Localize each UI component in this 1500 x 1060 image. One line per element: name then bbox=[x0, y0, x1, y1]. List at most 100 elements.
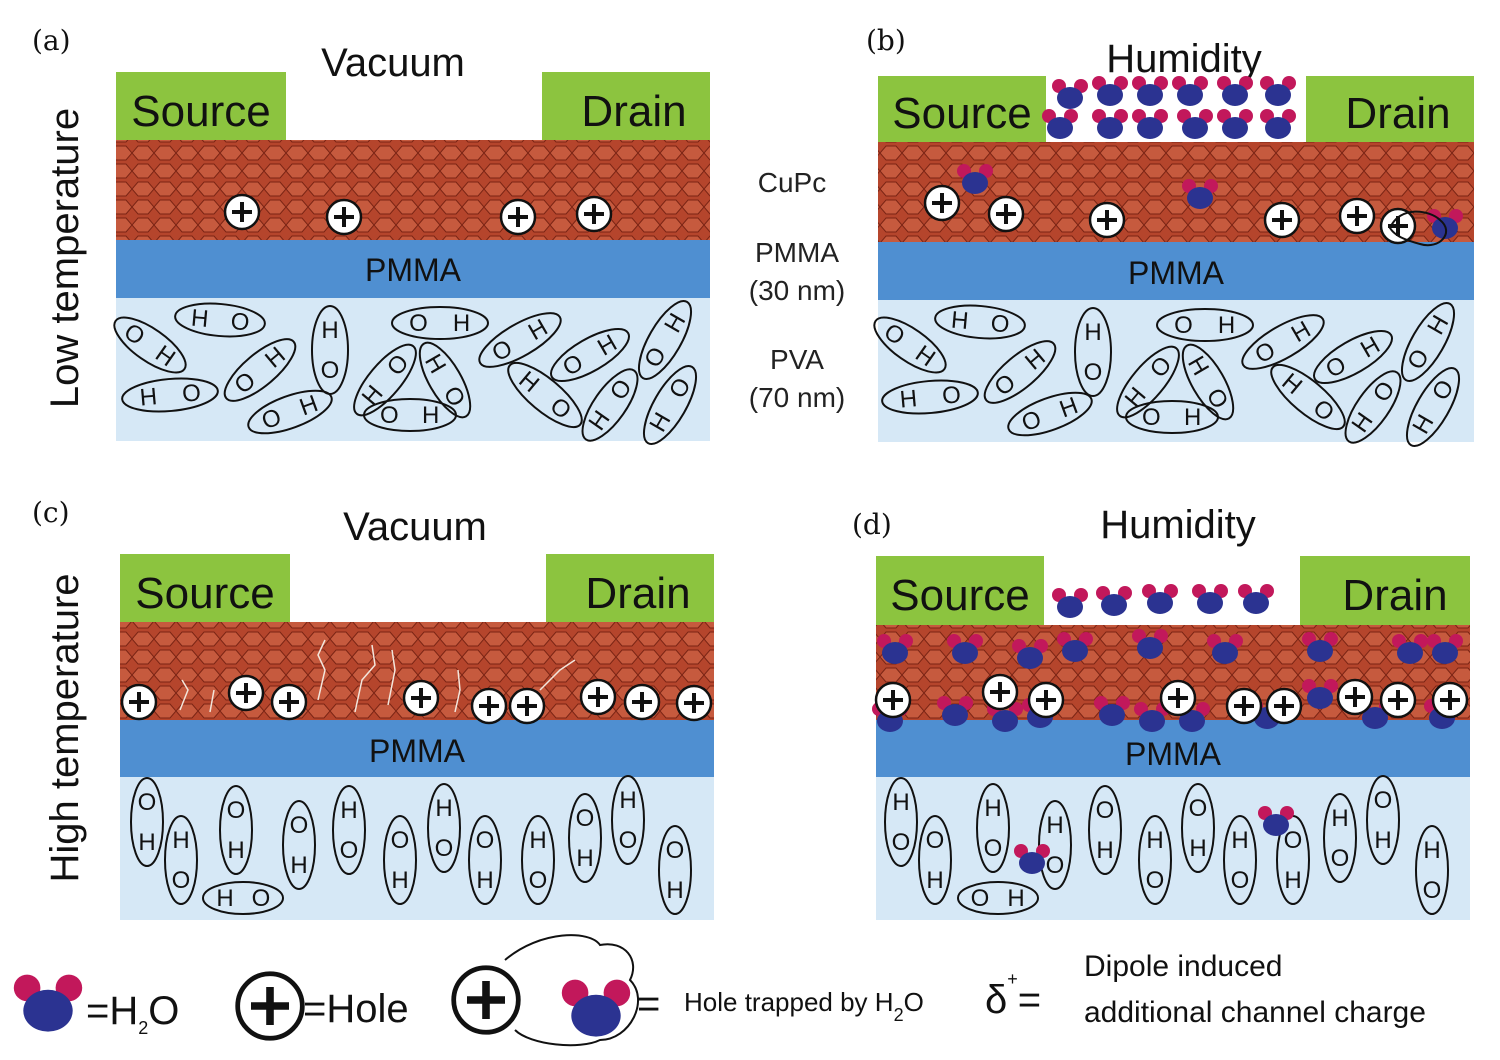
pva-atom-label: H bbox=[216, 885, 233, 912]
pva-atom-label: O bbox=[1284, 827, 1303, 854]
legend-trapped-icon bbox=[454, 934, 640, 1047]
panel-c-source-label: Source bbox=[135, 569, 274, 618]
pva-oh-molecule bbox=[957, 881, 1039, 915]
legend-trapped-equals: = bbox=[637, 982, 660, 1026]
pva-atom-label: O bbox=[926, 827, 945, 854]
pva-oh-molecule bbox=[1007, 391, 1093, 437]
hole-icon bbox=[1027, 681, 1065, 719]
water-molecule-icon bbox=[1042, 109, 1078, 139]
pva-oh-molecule bbox=[174, 302, 266, 338]
pva-oh-molecule bbox=[1223, 815, 1257, 905]
hole-icon bbox=[470, 687, 508, 725]
panel-c-pmma-layer bbox=[120, 720, 714, 777]
legend-water-icon bbox=[13, 974, 83, 1032]
panel-a-pva-molecules bbox=[113, 300, 697, 445]
pva-atom-label: O bbox=[138, 789, 157, 816]
pva-atom-label: H bbox=[138, 829, 155, 856]
pva-atom-label: H bbox=[1184, 404, 1201, 431]
pva-atom-label: H bbox=[1146, 827, 1163, 854]
panel-d-source-label: Source bbox=[890, 571, 1029, 620]
pva-atom-label: H bbox=[1046, 812, 1063, 839]
pva-atom-label: H bbox=[1231, 827, 1248, 854]
pva-atom-label: H bbox=[899, 385, 919, 413]
pva-atom-label: O bbox=[409, 310, 428, 337]
pva-atom-label: O bbox=[892, 829, 911, 856]
pva-atom-label: O bbox=[1146, 867, 1165, 894]
panel-c-source-electrode bbox=[120, 554, 290, 622]
pva-oh-molecule bbox=[247, 389, 333, 435]
panel-c-letter: (c) bbox=[32, 496, 70, 529]
pva-atom-label: O bbox=[1189, 795, 1208, 822]
pva-atom-label: O bbox=[252, 885, 271, 912]
hole-icon bbox=[1265, 687, 1303, 725]
pva-oh-molecule bbox=[581, 368, 639, 442]
panel-a-drain-label: Drain bbox=[581, 87, 686, 136]
panel-b-drain-electrode bbox=[1306, 76, 1474, 142]
pva-atom-label: H bbox=[984, 795, 1001, 822]
panel-c-pva-molecules bbox=[130, 775, 692, 915]
pva-oh-molecule bbox=[918, 815, 952, 905]
pva-atom-label: H bbox=[476, 867, 493, 894]
pva-atom-label: O bbox=[321, 357, 340, 384]
pva-thickness-label-1: PVA bbox=[770, 344, 824, 375]
pva-oh-molecule bbox=[311, 305, 349, 395]
water-molecule-icon bbox=[1142, 584, 1178, 614]
panel-a-source-label: Source bbox=[131, 87, 270, 136]
pva-oh-molecule bbox=[1313, 329, 1393, 384]
hole-icon bbox=[120, 683, 158, 721]
hole-icon bbox=[499, 198, 537, 236]
panel-b-source-electrode bbox=[878, 76, 1046, 142]
panel-b-pmma-layer bbox=[878, 242, 1474, 300]
pva-atom-label: O bbox=[290, 812, 309, 839]
pva-atom-label: H bbox=[172, 827, 189, 854]
pva-atom-label: H bbox=[950, 307, 970, 335]
pva-atom-label: H bbox=[576, 845, 593, 872]
panel-c-pmma-label: PMMA bbox=[369, 733, 466, 769]
pva-oh-molecule bbox=[1401, 302, 1455, 382]
pva-oh-molecule bbox=[934, 304, 1026, 340]
hole-icon bbox=[1225, 687, 1263, 725]
pva-thickness-label-2: (70 nm) bbox=[749, 382, 845, 413]
panel-a-drain-electrode bbox=[542, 72, 710, 140]
pva-atom-label: O bbox=[619, 827, 638, 854]
legend: =H2O =Hole = Hole trapped by H2O δ+= Dip… bbox=[13, 934, 1426, 1047]
water-molecule-icon bbox=[1092, 109, 1128, 139]
water-molecule-icon bbox=[1177, 109, 1213, 139]
pva-atom-label: H bbox=[391, 867, 408, 894]
pva-oh-molecule bbox=[976, 783, 1010, 873]
panel-c-environment: Vacuum bbox=[343, 505, 487, 549]
hole-icon bbox=[575, 195, 613, 233]
panel-d-source-electrode bbox=[876, 556, 1044, 625]
hole-icon bbox=[923, 184, 961, 222]
panel-a-environment: Vacuum bbox=[321, 41, 465, 85]
pva-atom-label: O bbox=[1142, 404, 1161, 431]
panel-c-grain-boundary-lines bbox=[179, 639, 641, 713]
pva-atom-label: O bbox=[984, 835, 1003, 862]
pva-atom-label: O bbox=[1174, 312, 1193, 339]
pva-oh-molecule bbox=[521, 815, 555, 905]
pva-oh-molecule bbox=[1344, 370, 1402, 444]
panel-b-water-surface bbox=[1042, 76, 1296, 139]
pva-atom-label: H bbox=[435, 795, 452, 822]
panel-b-pmma-label: PMMA bbox=[1128, 255, 1225, 291]
pva-atom-label: O bbox=[181, 379, 202, 408]
pva-oh-molecule bbox=[1156, 308, 1254, 342]
legend-trapped-label: Hole trapped by H2O bbox=[684, 987, 924, 1025]
pva-oh-molecule bbox=[1270, 363, 1346, 431]
panel-b-source-label: Source bbox=[892, 89, 1031, 138]
pva-oh-molecule bbox=[391, 306, 489, 340]
pva-atom-label: H bbox=[1423, 837, 1440, 864]
panel-c-drain-electrode bbox=[546, 554, 714, 622]
pva-oh-molecule bbox=[113, 316, 187, 374]
pva-oh-molecule bbox=[1181, 343, 1235, 421]
hole-icon bbox=[508, 687, 546, 725]
hole-icon bbox=[987, 195, 1025, 233]
panel-d-drain-electrode bbox=[1300, 556, 1470, 625]
pva-atom-label: H bbox=[453, 310, 470, 337]
pva-atom-label: O bbox=[941, 381, 962, 410]
pva-atom-label: O bbox=[1084, 359, 1103, 386]
pva-atom-label: O bbox=[380, 402, 399, 429]
water-molecule-icon bbox=[1217, 109, 1253, 139]
pmma-thickness-label-1: PMMA bbox=[755, 237, 839, 268]
